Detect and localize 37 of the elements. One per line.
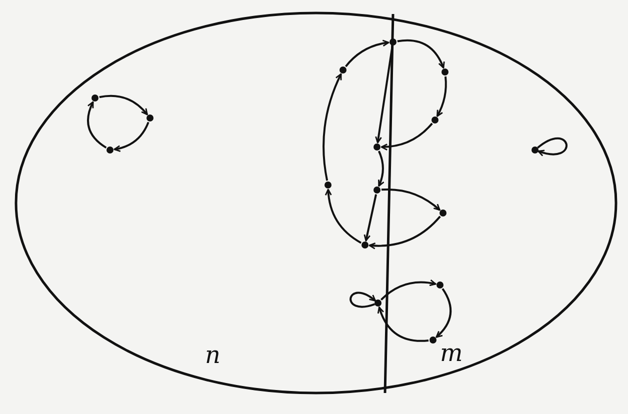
arrow: [397, 39, 445, 68]
state-dot: [362, 242, 368, 248]
arrow: [368, 216, 441, 250]
arrow: [537, 137, 568, 156]
state-dot: [106, 146, 114, 154]
arrow: [99, 94, 148, 116]
arrow: [322, 73, 342, 181]
arrow: [436, 288, 452, 338]
state-dot: [442, 68, 448, 76]
state-dot: [374, 144, 380, 150]
state-dot: [436, 282, 444, 288]
arrow: [87, 101, 107, 148]
arrow: [364, 194, 378, 242]
state-dot: [340, 66, 346, 74]
state-dot: [324, 182, 332, 188]
state-dot: [92, 94, 98, 102]
region-label: n: [205, 343, 220, 367]
arrow: [325, 188, 362, 244]
state-dot: [390, 38, 396, 46]
state-dot: [432, 116, 438, 124]
arrow: [114, 122, 150, 152]
state-dot: [532, 146, 538, 154]
arrow: [381, 188, 440, 211]
arrow: [350, 292, 376, 308]
arrow: [375, 46, 394, 144]
state-dot: [374, 300, 382, 306]
arrow: [378, 306, 429, 342]
arrow: [345, 40, 390, 68]
arrow: [436, 76, 447, 117]
region-label: m: [440, 341, 463, 365]
arrow: [380, 122, 433, 150]
state-dot: [430, 336, 436, 344]
state-dot: [374, 186, 380, 194]
arrow: [380, 279, 436, 301]
arrow: [378, 150, 384, 187]
state-dot: [440, 210, 446, 216]
state-dot: [146, 114, 154, 122]
